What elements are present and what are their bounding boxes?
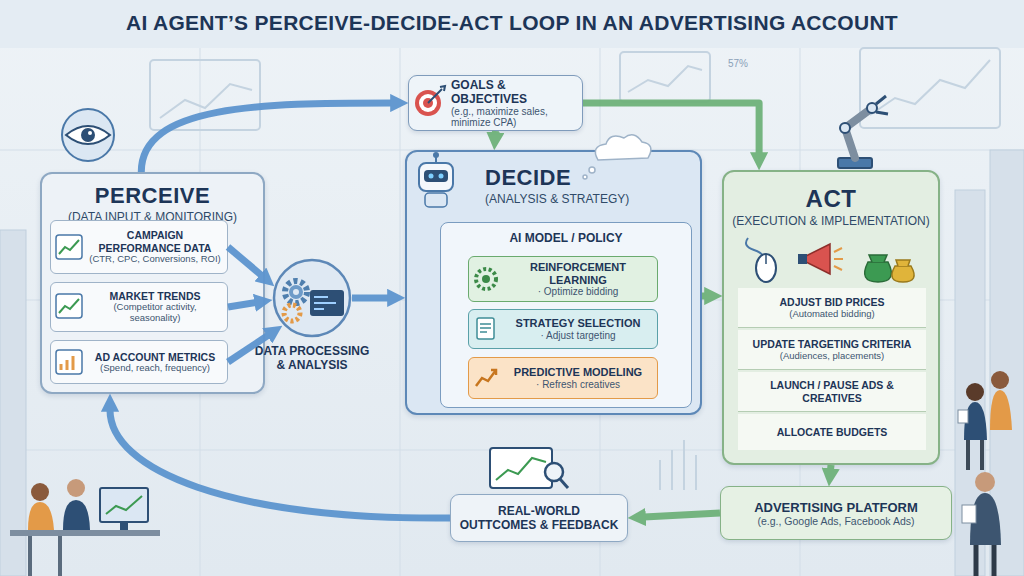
box-detail: (Automated bidding) — [744, 308, 920, 319]
method-box: PREDICTIVE MODELING· Refresh creatives — [468, 357, 658, 399]
box-heading: STRATEGY SELECTION — [505, 317, 651, 330]
flow-arrow — [228, 335, 269, 362]
data-box: AD ACCOUNT METRICS(Spend, reach, frequen… — [50, 340, 228, 384]
action-row: ALLOCATE BUDGETS — [738, 414, 926, 450]
title-band — [0, 0, 1024, 48]
box-detail: · Optimize bidding — [505, 286, 651, 297]
target-icon — [415, 86, 445, 116]
action-row: ADJUST BID PRICES(Automated bidding) — [738, 288, 926, 328]
data-box: CAMPAIGN PERFORMANCE DATA(CTR, CPC, Conv… — [50, 220, 228, 274]
data-box: MARKET TRENDS(Competitor activity, seaso… — [50, 282, 228, 332]
method-box: STRATEGY SELECTION· Adjust targeting — [468, 309, 658, 349]
action-row: UPDATE TARGETING CRITERIA(Audiences, pla… — [738, 330, 926, 370]
method-icons — [476, 269, 496, 386]
box-heading: ACT — [724, 186, 938, 212]
flow-arrow — [492, 131, 499, 134]
platform-box: ADVERTISING PLATFORM(e.g., Google Ads, F… — [720, 486, 952, 540]
box-detail: (Audiences, placements) — [744, 350, 920, 361]
box-heading: PERCEIVE — [42, 184, 263, 208]
box-heading: ALLOCATE BUDGETS — [744, 426, 920, 438]
method-box: REINFORCEMENT LEARNING· Optimize bidding — [468, 256, 658, 302]
box-detail: (CTR, CPC, Conversions, ROI) — [87, 254, 223, 265]
box-heading: REINFORCEMENT LEARNING — [505, 261, 651, 286]
box-heading: LAUNCH / PAUSE ADS & CREATIVES — [744, 379, 920, 403]
flow-arrow — [228, 247, 262, 276]
box-detail: (ANALYSIS & STRATEGY) — [485, 192, 700, 206]
faint-charts — [150, 48, 1000, 490]
flow-arrow — [110, 410, 450, 518]
data-chart-icons — [56, 235, 82, 374]
flow-arrow — [702, 293, 706, 300]
action-icons — [746, 238, 914, 282]
box-heading: REAL-WORLD OUTTCOMES & FEEDBACK — [459, 504, 619, 533]
feedback-monitor-icon — [490, 448, 568, 488]
model-box: AI MODEL / POLICYREINFORCEMENT LEARNING·… — [440, 222, 692, 408]
eye-icon — [62, 109, 114, 161]
people-at-desk — [10, 479, 160, 576]
box-heading: ADVERTISING PLATFORM — [721, 500, 951, 515]
box-detail: (e.g., maximize sales, minimize CPA) — [451, 106, 576, 128]
box-detail: · Refresh creatives — [505, 379, 651, 390]
flow-arrow — [352, 294, 389, 301]
process-circle: DATA PROCESSING & ANALYSIS — [252, 258, 372, 388]
robot-arm-icon — [838, 96, 888, 168]
box-detail: (Competitor activity, seasonality) — [87, 302, 223, 324]
box-detail: (EXECUTION & IMPLEMENTATION) — [724, 214, 938, 228]
action-row: LAUNCH / PAUSE ADS & CREATIVES — [738, 372, 926, 412]
process-circle-outline — [252, 258, 372, 346]
city-buildings — [0, 150, 1024, 576]
feedback-box: REAL-WORLD OUTTCOMES & FEEDBACK — [450, 494, 628, 542]
flow-arrow — [228, 303, 256, 308]
box-heading: GOALS & OBJECTIVES — [451, 78, 576, 106]
box-detail: (Spend, reach, frequency) — [87, 363, 223, 374]
box-heading: AD ACCOUNT METRICS — [87, 351, 223, 363]
grid-lines — [0, 48, 1024, 576]
stage-box: PERCEIVE(DATA INPUT & MONITORING)CAMPAIG… — [40, 172, 265, 394]
stage-box: DECIDE (ANALYSIS & STRATEGY) AI MODEL / PO… — [405, 150, 702, 415]
box-heading: AI MODEL / POLICY — [441, 231, 691, 245]
box-heading: CAMPAIGN PERFORMANCE DATA — [87, 229, 223, 253]
background-label: 57% — [728, 58, 748, 69]
box-detail: (e.g., Google Ads, Facebook Ads) — [721, 515, 951, 527]
box-heading: DECIDE — [485, 166, 700, 190]
standing-people — [958, 371, 1012, 576]
flow-arrow — [644, 513, 720, 517]
box-heading: ADJUST BID PRICES — [744, 296, 920, 308]
goal-box: GOALS & OBJECTIVES(e.g., maximize sales,… — [408, 75, 583, 131]
box-detail: · Adjust targeting — [505, 330, 651, 341]
flow-arrow — [141, 103, 392, 172]
stage-box: ACT (EXECUTION & IMPLEMENTATION) ADJUST BI… — [722, 170, 940, 465]
box-heading: PREDICTIVE MODELING — [505, 366, 651, 379]
flow-arrow — [827, 465, 835, 470]
box-heading: MARKET TRENDS — [87, 290, 223, 302]
diagram-title: AI AGENT’S PERCEIVE-DECIDE-ACT LOOP IN A… — [0, 11, 1024, 35]
flow-arrow — [583, 103, 759, 154]
box-heading: UPDATE TARGETING CRITERIA — [744, 338, 920, 350]
box-heading: DATA PROCESSING & ANALYSIS — [252, 344, 372, 373]
robot-head-icon — [419, 152, 453, 207]
thought-cloud — [583, 135, 651, 179]
